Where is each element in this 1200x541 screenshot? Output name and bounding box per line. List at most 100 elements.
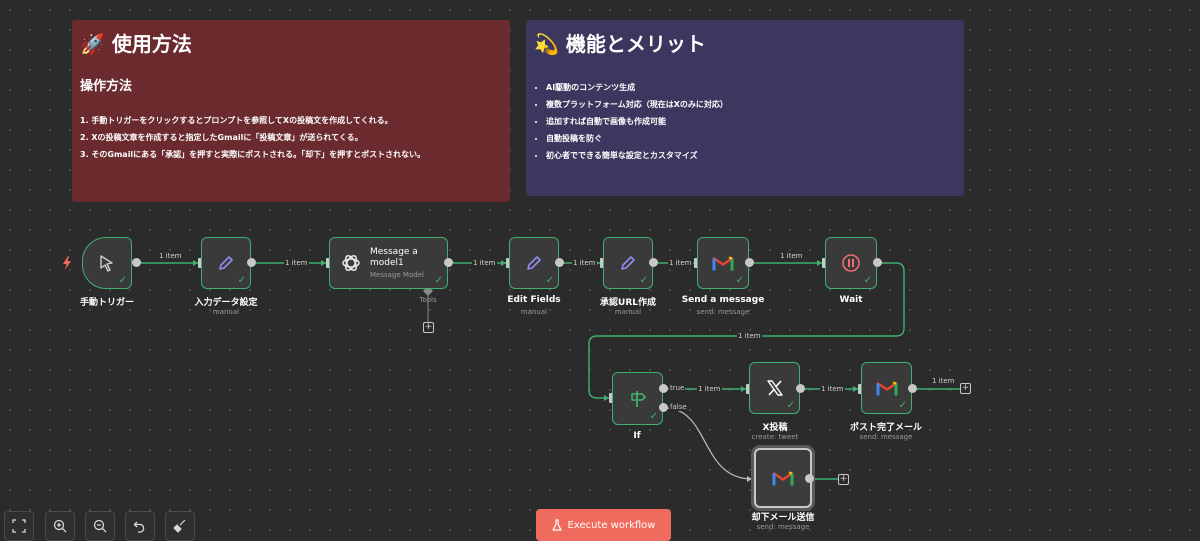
output-port[interactable] (132, 258, 141, 267)
node-label: 入力データ設定 (194, 298, 258, 308)
node-subtitle: send: message (756, 523, 810, 531)
features-list: AI駆動のコンテンツ生成 複数プラットフォーム対応（現在はXのみに対応） 追加す… (534, 79, 956, 164)
node-subtitle: Message Model (370, 271, 424, 279)
usage-steps: 1. 手動トリガーをクリックするとプロンプトを参照してXの投稿文を作成してくれる… (80, 112, 502, 163)
output-port[interactable] (796, 384, 805, 393)
success-check-icon: ✓ (237, 275, 246, 286)
sticky-note-features[interactable]: 💫 機能とメリット AI駆動のコンテンツ生成 複数プラットフォーム対応（現在はX… (526, 20, 964, 196)
arrowhead (501, 260, 506, 266)
input-port[interactable] (326, 258, 330, 268)
node-subtitle: manual (520, 308, 548, 316)
add-node-button[interactable]: + (838, 474, 849, 485)
execute-workflow-button[interactable]: Execute workflow (536, 509, 671, 541)
node-manual-trigger[interactable]: ✓ (82, 237, 132, 289)
node-label: If (633, 431, 641, 441)
success-check-icon: ✓ (863, 275, 872, 286)
input-port[interactable] (694, 258, 698, 268)
node-label: 承認URL作成 (600, 298, 656, 308)
tools-label: Tools (419, 296, 437, 304)
input-port[interactable] (600, 258, 604, 268)
success-check-icon: ✓ (639, 275, 648, 286)
x-logo-icon (766, 380, 783, 396)
pencil-icon (219, 256, 233, 270)
signpost-icon (630, 390, 646, 407)
if-true-label: true (669, 384, 686, 392)
node-input-data[interactable]: ✓ (201, 237, 251, 289)
node-send-message[interactable]: ✓ (697, 237, 749, 289)
output-port[interactable] (555, 258, 564, 267)
node-subtitle: send: message (859, 433, 913, 441)
output-port[interactable] (745, 258, 754, 267)
feature-item: AI駆動のコンテンツ生成 (546, 79, 956, 96)
add-node-button[interactable]: + (960, 383, 971, 394)
arrowhead (853, 386, 858, 392)
node-approval-url[interactable]: ✓ (603, 237, 653, 289)
edge-label: 1 item (820, 385, 845, 393)
output-port-true[interactable] (659, 384, 668, 393)
node-wait[interactable]: ✓ (825, 237, 877, 289)
broom-icon (173, 519, 186, 533)
input-port[interactable] (198, 258, 202, 268)
input-port[interactable] (506, 258, 510, 268)
input-port[interactable] (858, 384, 862, 394)
node-label: ポスト完了メール (849, 423, 923, 433)
edge-label: 1 item (779, 252, 804, 260)
output-port[interactable] (908, 384, 917, 393)
edge-label: 1 item (284, 259, 309, 267)
input-port[interactable] (822, 258, 826, 268)
node-label: Wait (839, 295, 863, 305)
usage-step: 1. 手動トリガーをクリックするとプロンプトを参照してXの投稿文を作成してくれる… (80, 116, 393, 125)
node-if[interactable]: ✓ (612, 372, 663, 425)
output-port-false[interactable] (659, 403, 668, 412)
flask-icon (551, 519, 562, 531)
edge-label: 1 item (158, 252, 183, 260)
arrowhead (193, 260, 198, 266)
output-port[interactable] (873, 258, 882, 267)
node-label: 却下メール送信 (751, 513, 815, 523)
output-port[interactable] (805, 474, 814, 483)
feature-item: 複数プラットフォーム対応（現在はXのみに対応） (546, 96, 956, 113)
node-x-post[interactable]: ✓ (749, 362, 800, 414)
gmail-icon (712, 256, 734, 271)
node-message-model[interactable]: Message a model1 Message Model ✓ (329, 237, 448, 289)
node-subtitle: manual (614, 308, 642, 316)
success-check-icon: ✓ (649, 411, 658, 422)
output-port[interactable] (247, 258, 256, 267)
node-reject-mail[interactable] (754, 448, 812, 508)
node-label: X投稿 (762, 423, 788, 433)
arrowhead (747, 476, 752, 482)
pause-icon (842, 254, 860, 272)
zoom-in-button[interactable] (45, 511, 75, 541)
node-post-complete-mail[interactable]: ✓ (861, 362, 912, 414)
sticky-note-usage[interactable]: 🚀 使用方法 操作方法 1. 手動トリガーをクリックするとプロンプトを参照してX… (72, 20, 510, 202)
usage-step: 2. Xの投稿文章を作成すると指定したGmailに「投稿文章」が送られてくる。 (80, 133, 363, 142)
node-edit-fields[interactable]: ✓ (509, 237, 559, 289)
input-port[interactable] (746, 384, 750, 394)
fit-view-button[interactable] (4, 511, 34, 541)
output-port[interactable] (649, 258, 658, 267)
undo-icon (133, 521, 145, 533)
node-title: Message a model1 (370, 247, 418, 268)
input-port[interactable] (609, 393, 613, 403)
success-check-icon: ✓ (898, 400, 907, 411)
output-port[interactable] (444, 258, 453, 267)
usage-subtitle: 操作方法 (80, 79, 133, 94)
zoom-out-icon (93, 519, 107, 533)
undo-button[interactable] (125, 511, 155, 541)
zoom-out-button[interactable] (85, 511, 115, 541)
zoom-in-icon (53, 519, 67, 533)
edge-label: 1 item (472, 259, 497, 267)
edge-label: 1 item (737, 332, 762, 340)
feature-item: 初心者でできる簡単な設定とカスタマイズ (546, 147, 956, 164)
usage-title: 🚀 使用方法 (80, 32, 192, 56)
add-tool-button[interactable]: + (423, 322, 434, 333)
cursor-icon (100, 255, 113, 272)
node-label: 手動トリガー (79, 298, 135, 308)
edge-label: 1 item (572, 259, 597, 267)
openai-icon (342, 255, 360, 271)
node-subtitle: send: message (696, 308, 750, 316)
connection-false (664, 407, 753, 480)
success-check-icon: ✓ (786, 400, 795, 411)
tidy-up-button[interactable] (165, 511, 195, 541)
